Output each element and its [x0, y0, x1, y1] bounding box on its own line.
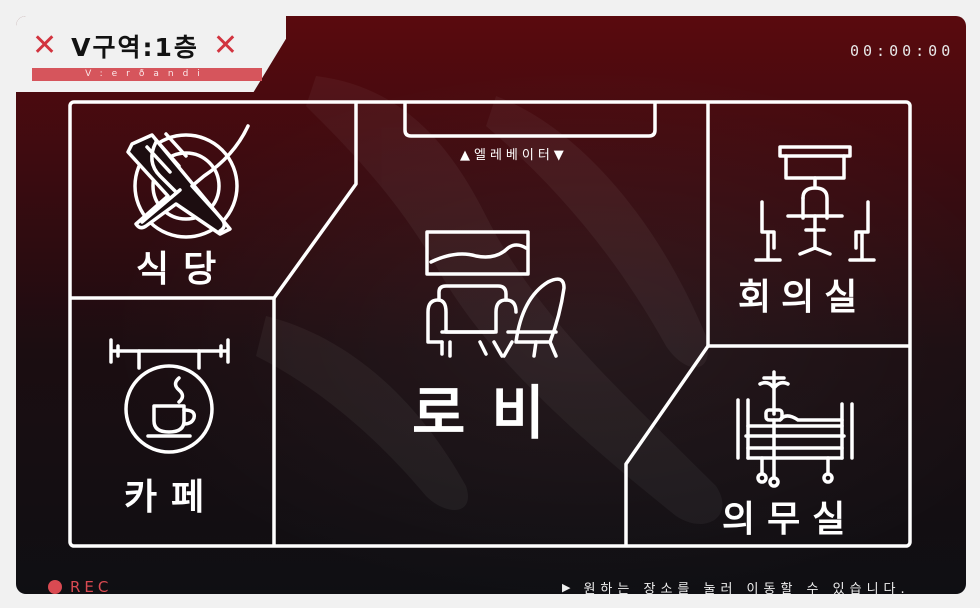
sofa-armchair-painting-icon: [425, 230, 566, 358]
room-label-cafe: 카페: [124, 477, 219, 518]
room-walls: [70, 102, 910, 546]
subtitle-bar: V:erðandi: [32, 68, 262, 81]
floor-plan: [68, 76, 912, 548]
title-row: ✕ V구역:1층 ✕: [32, 28, 262, 64]
hospital-bed-iv-icon: [736, 370, 854, 488]
timer: 00:00:00: [850, 42, 955, 60]
elevator-outline: [403, 102, 657, 138]
rec-dot-icon: [48, 580, 62, 594]
elevator-label[interactable]: ▲엘레베이터▼: [460, 148, 568, 163]
brush-texture: [256, 76, 723, 525]
fork-knife-plate-icon: [126, 124, 250, 239]
room-label-dining: 식당: [136, 249, 231, 290]
projector-table-chairs-icon: [754, 145, 876, 262]
floor-outline: [68, 100, 912, 548]
play-triangle-icon: ▶: [562, 581, 576, 594]
room-label-meeting: 회의실: [738, 277, 868, 318]
hint-text: ▶ 원하는 장소를 눌러 이동할 수 있습니다.: [562, 578, 910, 594]
x-mark-icon[interactable]: ✕: [212, 28, 239, 63]
x-mark-icon[interactable]: ✕: [32, 28, 58, 63]
rec-label: REC: [70, 578, 113, 594]
room-label-lobby: 로비: [412, 379, 571, 447]
page-title: V구역:1층: [71, 33, 199, 62]
hint-label: 원하는 장소를 눌러 이동할 수 있습니다.: [583, 582, 910, 594]
room-label-infirmary: 의무실: [722, 499, 858, 540]
rec-indicator: REC: [48, 578, 112, 594]
map-screen: ▲엘레베이터▼ 식당 카페 로비 회의실 의무실 00:00:00 REC ▶ …: [16, 16, 966, 594]
hanging-cafe-sign-icon: [109, 338, 230, 454]
